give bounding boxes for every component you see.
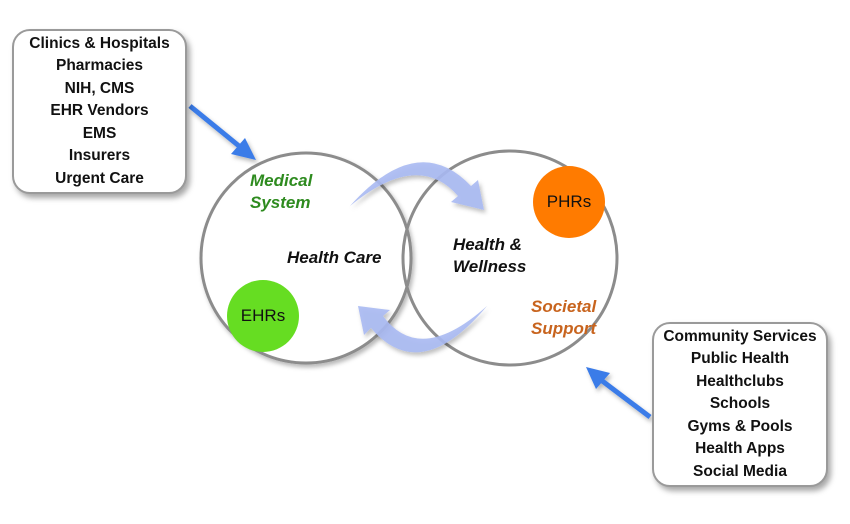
- list-item: Schools: [709, 395, 771, 413]
- societal-support-label: Societal Support: [531, 296, 596, 340]
- list-item: Pharmacies: [55, 57, 144, 75]
- societal-stakeholders-box: Community Services Public Health Healthc…: [652, 322, 828, 487]
- arrow-to-medical-icon: [188, 104, 256, 160]
- medical-system-label-line2: System: [250, 193, 311, 212]
- list-item: Health Apps: [695, 440, 785, 458]
- phrs-badge: PHRs: [533, 166, 605, 238]
- medical-stakeholders-box: Clinics & Hospitals Pharmacies NIH, CMS …: [12, 29, 187, 194]
- list-item: Urgent Care: [55, 169, 144, 187]
- societal-support-label-line2: Support: [531, 319, 597, 338]
- list-item: Healthclubs: [696, 372, 784, 390]
- list-item: Social Media: [693, 462, 787, 480]
- ehrs-badge-bg: [227, 280, 299, 352]
- societal-support-label-line1: Societal: [531, 297, 597, 316]
- health-care-label: Health Care: [287, 248, 382, 267]
- medical-system-label: Medical System: [250, 170, 312, 214]
- list-item: Gyms & Pools: [687, 417, 793, 435]
- list-item: Clinics & Hospitals: [29, 34, 170, 52]
- list-item: Insurers: [68, 147, 131, 165]
- ehrs-badge-label: EHRs: [240, 306, 286, 325]
- cycle-arrow-bottom: [358, 306, 487, 353]
- health-wellness-label-line1: Health &: [453, 235, 522, 254]
- cycle-arrow-top: [350, 162, 484, 210]
- medical-system-label-line1: Medical: [250, 171, 313, 190]
- ehrs-badge: EHRs: [227, 280, 299, 352]
- health-wellness-label: Health & Wellness: [453, 234, 526, 278]
- list-item: EMS: [82, 124, 117, 142]
- health-wellness-circle: [401, 149, 619, 367]
- list-item: Public Health: [690, 350, 790, 368]
- phrs-badge-bg: [533, 166, 605, 238]
- phrs-badge-label: PHRs: [546, 192, 592, 211]
- list-item: EHR Vendors: [50, 102, 149, 120]
- health-wellness-label-line2: Wellness: [453, 257, 527, 276]
- arrow-to-societal-icon: [586, 367, 652, 419]
- list-item: NIH, CMS: [64, 79, 135, 97]
- list-item: Community Services: [663, 327, 817, 345]
